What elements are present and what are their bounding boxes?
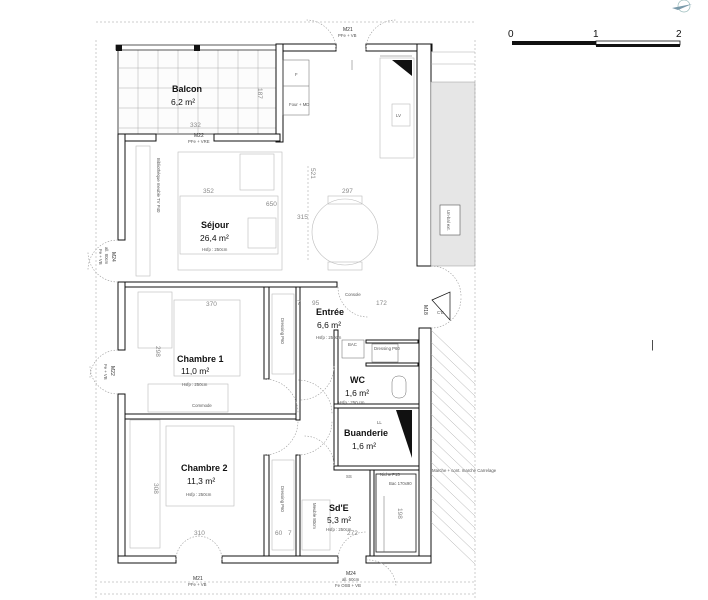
buanderie-area: 1,6 m² xyxy=(352,441,376,451)
m21-top-spec: PFe + VB xyxy=(338,33,357,38)
m24-bottom-spec2: Fe OSB + VB xyxy=(335,583,361,588)
bac-douche-label: Bac 170x90 xyxy=(389,481,412,486)
chambre2-area: 11,3 m² xyxy=(187,476,215,486)
svg-text:187: 187 xyxy=(256,88,263,99)
scale-label-2: 2 xyxy=(676,29,682,40)
sejour-height: Hsfp : 250cm xyxy=(202,247,228,252)
balcon-area: 6,2 m² xyxy=(171,97,195,107)
chambre1-area: 11,0 m² xyxy=(181,366,209,376)
m24-left-code: M24 xyxy=(110,252,116,262)
svg-text:272: 272 xyxy=(347,530,358,537)
dressing-ch1-label: Dressing P60 xyxy=(280,318,285,344)
scale-bar: 0 1 2 xyxy=(508,29,682,47)
sde-name: Sd'E xyxy=(329,503,349,513)
svg-text:315: 315 xyxy=(297,214,308,221)
lv-label: LV xyxy=(396,113,401,118)
entree-height: Hsfp : 250cm xyxy=(316,335,342,340)
marche-label: Marche + cont. marche Carrelage xyxy=(432,468,497,473)
m21-top-code: M21 xyxy=(343,27,353,33)
chambre1-name: Chambre 1 xyxy=(177,354,224,364)
wc-area: 1,6 m² xyxy=(345,388,369,398)
svg-text:172: 172 xyxy=(376,300,387,307)
bathroom-fixtures xyxy=(301,339,417,553)
entree-area: 6,6 m² xyxy=(317,320,341,330)
buanderie-name: Buanderie xyxy=(344,428,388,438)
chambre1-height: Hsfp : 250cm xyxy=(182,382,208,387)
svg-text:198: 198 xyxy=(396,508,403,519)
four-md-label: Four + MD xyxy=(289,102,309,107)
m18-code: M18 xyxy=(422,305,428,315)
entree-name: Entrée xyxy=(316,307,344,317)
svg-text:308: 308 xyxy=(152,483,159,494)
svg-text:332: 332 xyxy=(190,122,201,129)
kitchen xyxy=(282,55,415,159)
svg-text:60: 60 xyxy=(275,530,283,537)
svg-text:352: 352 xyxy=(203,188,214,195)
ce-label: C'E xyxy=(437,310,444,315)
niche-label: Niche P15 xyxy=(380,472,400,477)
svg-text:95: 95 xyxy=(312,300,320,307)
svg-text:298: 298 xyxy=(154,346,161,357)
chambre2-name: Chambre 2 xyxy=(181,463,228,473)
living-furniture xyxy=(135,145,379,277)
balcony xyxy=(115,44,279,135)
dimensions: 332 187 521 352 297 650 315 370 7 95 172… xyxy=(152,88,403,537)
cursor-mark: | xyxy=(651,339,654,351)
svg-text:7: 7 xyxy=(288,530,292,537)
m24-bottom-code: M24 xyxy=(346,571,356,577)
scale-label-0: 0 xyxy=(508,29,514,40)
scale-label-1: 1 xyxy=(593,29,599,40)
m22-code: M22 xyxy=(194,133,204,139)
sde-area: 5,3 m² xyxy=(327,515,351,525)
svg-text:7: 7 xyxy=(297,300,301,307)
walls xyxy=(117,43,433,564)
door-swings xyxy=(87,19,462,587)
dressing-ch2-label: Dressing P60 xyxy=(280,486,285,512)
north-arrow-icon xyxy=(672,0,692,13)
wc-name: WC xyxy=(350,375,365,385)
m22-left-code: M22 xyxy=(109,366,115,376)
ll-label: LL xyxy=(377,420,382,425)
svg-text:370: 370 xyxy=(206,301,217,308)
ss-label: SS xyxy=(346,474,352,479)
commode-label: Commode xyxy=(192,403,212,408)
svg-text:650: 650 xyxy=(266,201,277,208)
terrace xyxy=(95,21,476,600)
m22-spec: PFe + VRE xyxy=(188,139,210,144)
dressing-entree-label: Dressing P60 xyxy=(374,346,400,351)
meuble-label: Meuble 80cm xyxy=(312,503,317,529)
ascensor-label: Un-bal ext. xyxy=(446,210,451,231)
bibliotheque-label: Bibliothèque meuble TV P40 xyxy=(156,158,161,213)
four-label: F xyxy=(295,72,298,77)
m24-left-spec2: Fe + VB xyxy=(98,249,103,265)
m21-bottom-code: M21 xyxy=(193,576,203,582)
sde-height: Hsfp : 250cm xyxy=(326,527,352,532)
sejour-name: Séjour xyxy=(201,220,230,230)
m22-left-spec: Fe + VB xyxy=(103,364,108,380)
chambre2-height: Hsfp : 250cm xyxy=(186,492,212,497)
balcon-name: Balcon xyxy=(172,84,202,94)
wc-height: Hsfp : 250 cm xyxy=(338,400,365,405)
svg-text:521: 521 xyxy=(309,168,316,179)
entrance-marker: C'E xyxy=(431,291,451,321)
m21-bottom-spec: PFe + VB xyxy=(188,582,207,587)
sejour-area: 26,4 m² xyxy=(200,233,229,243)
m24-left-spec: all. 80cm xyxy=(104,247,109,265)
svg-text:297: 297 xyxy=(342,188,353,195)
console-label: Console xyxy=(345,292,361,297)
m24-bottom-spec: all. 60cm xyxy=(342,577,360,582)
bac-label: BAC xyxy=(348,342,357,347)
bedroom-furniture xyxy=(129,291,295,551)
svg-text:310: 310 xyxy=(194,530,205,537)
